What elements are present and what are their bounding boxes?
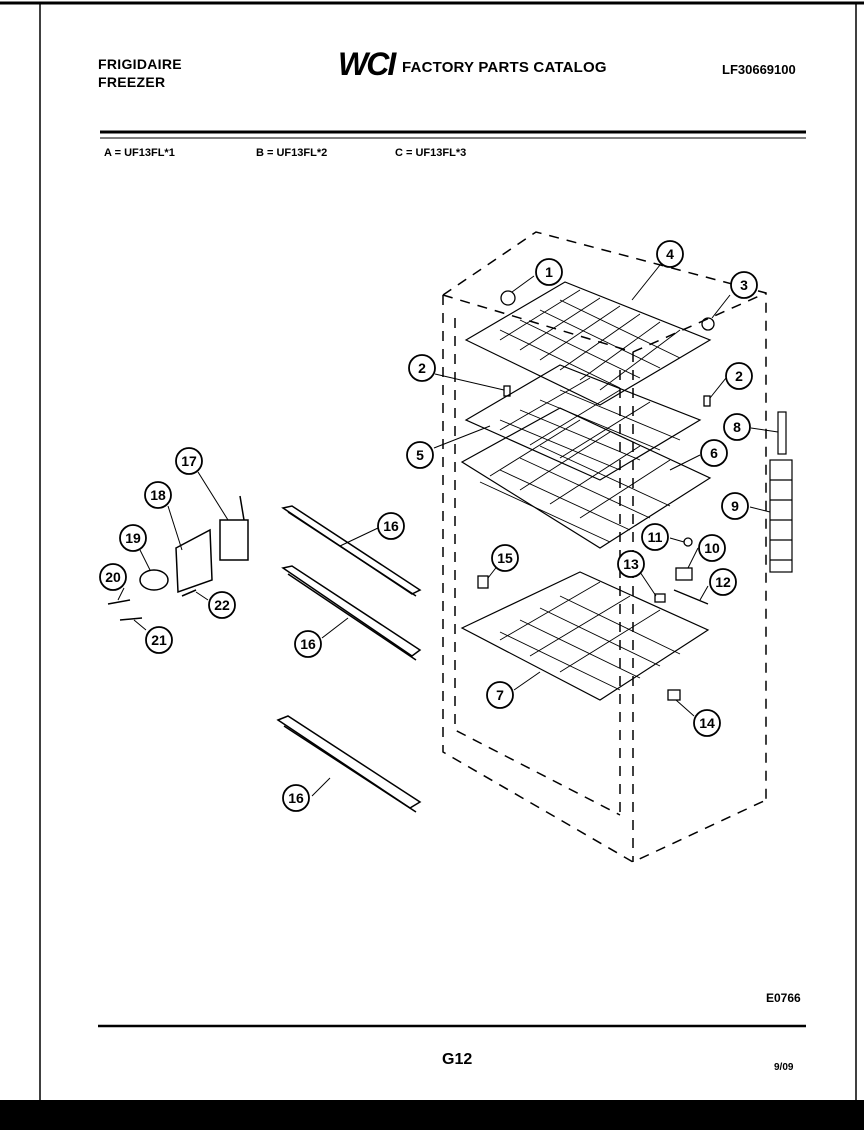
catalog-number: LF30669100	[722, 62, 796, 77]
revision-date: 9/09	[774, 1062, 794, 1073]
callout-7: 7	[486, 681, 514, 709]
callout-3: 3	[730, 271, 758, 299]
callout-18: 18	[144, 481, 172, 509]
page-number: G12	[442, 1051, 473, 1068]
callout-17: 17	[175, 447, 203, 475]
callout-16: 16	[294, 630, 322, 658]
svg-text:2: 2	[735, 368, 743, 384]
grommet-3	[701, 317, 715, 331]
svg-text:7: 7	[496, 687, 504, 703]
mounting-plate-18	[175, 528, 213, 594]
svg-text:16: 16	[383, 518, 399, 534]
svg-text:13: 13	[623, 556, 639, 572]
svg-text:5: 5	[416, 447, 424, 463]
svg-text:17: 17	[181, 453, 197, 469]
svg-text:9: 9	[731, 498, 739, 514]
catalog-title: FACTORY PARTS CATALOG	[402, 59, 607, 76]
side-parts	[769, 411, 793, 573]
callout-22: 22	[208, 591, 236, 619]
clip-13	[654, 593, 666, 603]
callout-20: 20	[99, 563, 127, 591]
coil-shelf-7	[460, 571, 710, 701]
svg-text:16: 16	[288, 790, 304, 806]
callout-4: 4	[656, 240, 684, 268]
callout-21: 21	[145, 626, 173, 654]
model-label-a: A = UF13FL*1	[104, 147, 175, 159]
brand-name: FRIGIDAIRE	[98, 56, 182, 72]
svg-text:21: 21	[151, 632, 167, 648]
svg-text:22: 22	[214, 597, 230, 613]
callout-8: 8	[723, 413, 751, 441]
callout-2: 2	[408, 354, 436, 382]
cabinet-outline	[442, 231, 767, 863]
callout-13: 13	[617, 550, 645, 578]
screw-11	[683, 537, 693, 547]
svg-text:12: 12	[715, 574, 731, 590]
callout-16: 16	[282, 784, 310, 812]
switch-10	[675, 567, 693, 581]
svg-text:3: 3	[740, 277, 748, 293]
product-type: FREEZER	[98, 74, 166, 90]
callout-16: 16	[377, 512, 405, 540]
coil-shelf-4	[464, 281, 712, 406]
svg-text:20: 20	[105, 569, 121, 585]
leader-lines	[117, 264, 779, 797]
callout-11: 11	[641, 523, 669, 551]
clip-14	[667, 689, 681, 701]
callout-1: 1	[535, 258, 563, 286]
svg-text:15: 15	[497, 550, 513, 566]
model-label-b: B = UF13FL*2	[256, 147, 328, 159]
spring-22	[181, 589, 197, 597]
callout-15: 15	[491, 544, 519, 572]
callout-12: 12	[709, 568, 737, 596]
svg-text:16: 16	[300, 636, 316, 652]
grommet-1	[500, 290, 516, 306]
wire-12	[673, 589, 709, 605]
wci-logo: WCI	[338, 46, 396, 82]
callout-14: 14	[693, 709, 721, 737]
screw-2b	[703, 395, 711, 407]
shelf-coils	[460, 281, 712, 701]
hardware	[477, 290, 715, 701]
callout-10: 10	[698, 534, 726, 562]
thermostat-17	[219, 519, 249, 561]
callout-19: 19	[119, 524, 147, 552]
screw-20	[107, 599, 131, 605]
coil-shelf-6	[460, 407, 712, 549]
svg-text:11: 11	[648, 529, 663, 545]
image-code: E0766	[766, 991, 801, 1005]
callout-2: 2	[725, 362, 753, 390]
svg-text:1: 1	[545, 264, 553, 280]
svg-text:8: 8	[733, 419, 741, 435]
svg-text:2: 2	[418, 360, 426, 376]
svg-text:19: 19	[125, 530, 141, 546]
model-label-c: C = UF13FL*3	[395, 147, 467, 159]
trim-strips	[276, 505, 422, 813]
bottom-scan-edge	[0, 1100, 864, 1130]
svg-text:6: 6	[710, 445, 718, 461]
screw-21	[119, 617, 143, 621]
svg-text:14: 14	[699, 715, 715, 731]
callout-5: 5	[406, 441, 434, 469]
wire-shelf-5	[464, 364, 702, 481]
screw-2a	[503, 385, 511, 397]
svg-text:4: 4	[666, 246, 674, 262]
side-coil-9	[769, 459, 793, 573]
callout-9: 9	[721, 492, 749, 520]
bracket-8	[777, 411, 787, 455]
knob-19	[139, 569, 169, 591]
svg-text:18: 18	[150, 487, 166, 503]
control-assembly	[107, 495, 249, 621]
svg-text:10: 10	[704, 540, 720, 556]
callout-6: 6	[700, 439, 728, 467]
clip-15	[477, 575, 489, 589]
